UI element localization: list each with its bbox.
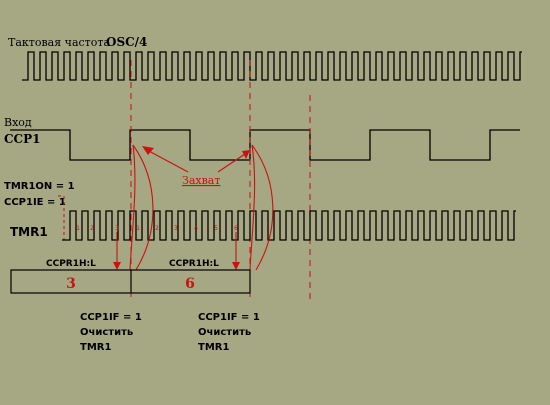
note-right-flag: CCP1IF = 1 (198, 312, 260, 323)
capture-curve (251, 144, 274, 271)
register-label-right: CCPR1H:L (169, 259, 219, 269)
input-label: Вход (4, 116, 32, 129)
capture-arrow-right (217, 153, 246, 173)
arrowhead (142, 146, 154, 155)
capture-arrow-left (146, 149, 189, 173)
tmr1-count: 1 (76, 225, 80, 232)
tmr1on-label: TMR1ON = 1 (4, 181, 75, 192)
tmr1-count-labels: 1 2 3 1 2 3 4 5 6 (76, 225, 238, 232)
tmr1-count: 5 (214, 225, 218, 232)
capture-curve (132, 144, 154, 271)
arrowhead (113, 262, 121, 270)
capture-curve (129, 144, 136, 271)
note-left-clear: Очистить (80, 327, 133, 338)
tmr1-count: 2 (90, 225, 94, 232)
tmr1-count: 3 (115, 225, 119, 232)
arrowhead (242, 150, 250, 159)
note-right-clear: Очистить (198, 327, 251, 338)
tmr1-waveform (62, 210, 516, 241)
capture-curve (249, 144, 256, 271)
note-right-tmr1: TMR1 (198, 342, 229, 353)
ccp1-waveform (10, 129, 520, 161)
capture-label: Захват (182, 174, 220, 187)
capture-arrows (146, 149, 246, 173)
time-markers (130, 60, 311, 300)
clock-label: Тактовая частота (8, 36, 110, 49)
enable-marker (58, 195, 65, 240)
clock-osc-label: OSC/4 (106, 35, 147, 49)
tmr1-label: TMR1 (10, 225, 48, 239)
clock-waveform (22, 51, 522, 81)
register-label-left: CCPR1H:L (46, 259, 96, 269)
register-box (10, 269, 251, 294)
ccp1ie-label: CCP1IE = 1 (4, 197, 66, 208)
tmr1-count: 3 (174, 225, 178, 232)
tmr1-count: 1 (136, 225, 140, 232)
count-arrows (116, 232, 237, 264)
tmr1-count: 2 (155, 225, 159, 232)
ccp1-label: CCP1 (4, 132, 40, 146)
note-left-flag: CCP1IF = 1 (80, 312, 142, 323)
register-value-right: 6 (185, 276, 195, 292)
note-left-tmr1: TMR1 (80, 342, 111, 353)
capture-curves (129, 144, 274, 271)
arrowhead (232, 262, 240, 270)
tmr1-count: 4 (194, 225, 198, 232)
register-value-left: 3 (66, 276, 76, 292)
tmr1-count: 6 (234, 225, 238, 232)
